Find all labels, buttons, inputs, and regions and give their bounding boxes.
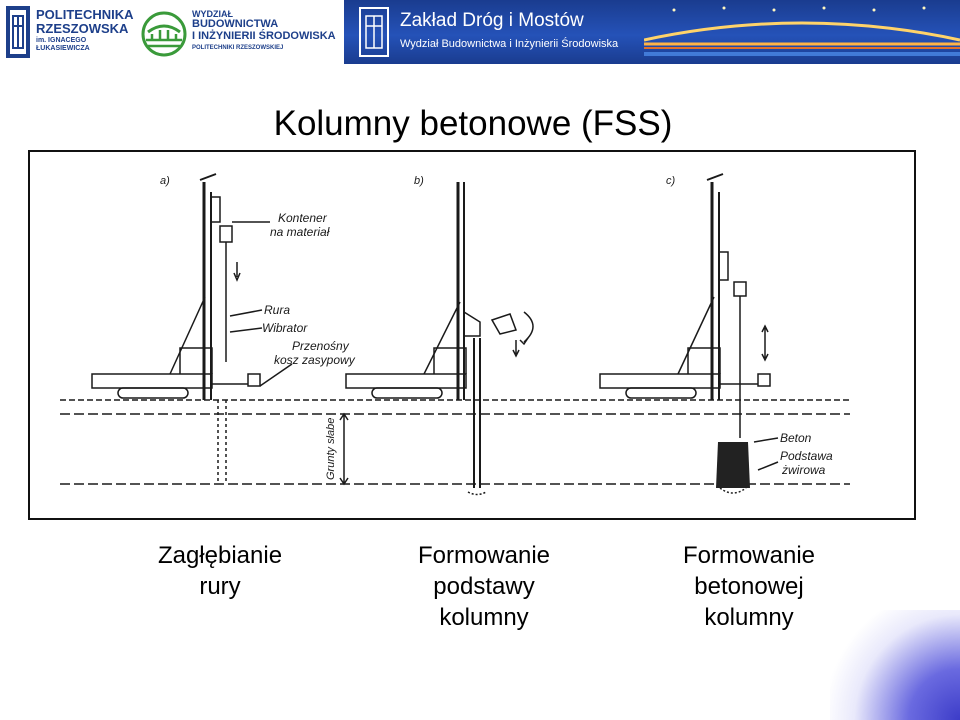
caption-c-line2: betonowej [694, 573, 804, 600]
faculty-logo: WYDZIAŁ BUDOWNICTWA I INŻYNIERII ŚRODOWI… [140, 8, 340, 60]
label-base-2: żwirowa [781, 463, 826, 477]
concrete-column [716, 442, 750, 488]
construction-diagram: a) b) c) Kontener na materiał Rura Wibra… [28, 150, 916, 520]
gravel-base [719, 487, 747, 494]
caption-b-line3: kolumny [439, 604, 529, 631]
faculty-line2: BUDOWNICTWA [192, 18, 279, 31]
caption-b: Formowanie podstawy kolumny [384, 540, 584, 633]
faculty-emblem-icon [141, 11, 187, 57]
caption-a-line1: Zagłębianie [157, 542, 283, 569]
label-concrete: Beton [780, 431, 812, 445]
caption-a: Zagłębianie rury [120, 540, 320, 602]
slide-title: Kolumny betonowe (FSS) [0, 104, 960, 144]
label-base-1: Podstawa [780, 449, 833, 463]
faculty-line1: WYDZIAŁ [192, 9, 233, 19]
banner-subtitle: Wydział Budownictwa i Inżynierii Środowi… [400, 38, 619, 50]
university-line3: im. IGNACEGO ŁUKASIEWICZA [36, 37, 90, 52]
rig-b [345, 182, 534, 496]
label-container: Kontener [278, 211, 328, 225]
faculty-name: WYDZIAŁ BUDOWNICTWA I INŻYNIERII ŚRODOWI… [192, 9, 336, 51]
header-bar: POLITECHNIKA RZESZOWSKA im. IGNACEGO ŁUK… [0, 0, 960, 64]
rig-c [599, 173, 771, 438]
diagram-svg: a) b) c) Kontener na materiał Rura Wibra… [60, 173, 850, 496]
caption-b-line1: Formowanie [417, 542, 551, 569]
bridge-illustration-icon [644, 6, 960, 56]
label-container-2: na materiał [270, 225, 330, 239]
faculty-line4: POLITECHNIKI RZESZOWSKIEJ [192, 44, 284, 51]
rig-a [91, 173, 261, 482]
panel-label-c: c) [666, 175, 676, 187]
caption-c: Formowanie betonowej kolumny [644, 540, 854, 633]
panel-label-a: a) [160, 175, 170, 187]
label-hopper-1: Przenośny [292, 339, 350, 353]
panel-label-b: b) [414, 175, 424, 187]
department-emblem-icon [359, 7, 389, 57]
university-line2: RZESZOWSKA [36, 20, 129, 36]
label-hopper-2: kosz zasypowy [274, 353, 356, 367]
soil-dimension-line [339, 412, 349, 486]
label-weak-soil: Grunty słabe [325, 418, 337, 480]
slide-title-text: Kolumny betonowe (FSS) [273, 104, 673, 143]
corner-decoration [830, 610, 960, 720]
university-logo: POLITECHNIKA RZESZOWSKA im. IGNACEGO ŁUK… [4, 4, 134, 60]
caption-a-line2: rury [199, 573, 241, 600]
department-banner: Zakład Dróg i Mostów Wydział Budownictwa… [344, 0, 960, 64]
university-line1: POLITECHNIKA [36, 7, 134, 22]
university-emblem-icon [6, 6, 30, 58]
label-pipe: Rura [264, 303, 290, 317]
label-vibrator: Wibrator [262, 321, 308, 335]
faculty-line3: I INŻYNIERII ŚRODOWISKA [192, 29, 336, 42]
university-name: POLITECHNIKA RZESZOWSKA im. IGNACEGO ŁUK… [36, 8, 134, 52]
banner-title: Zakład Dróg i Mostów [400, 10, 584, 31]
caption-b-line2: podstawy [433, 573, 535, 600]
caption-c-line3: kolumny [704, 604, 794, 631]
caption-c-line1: Formowanie [682, 542, 816, 569]
